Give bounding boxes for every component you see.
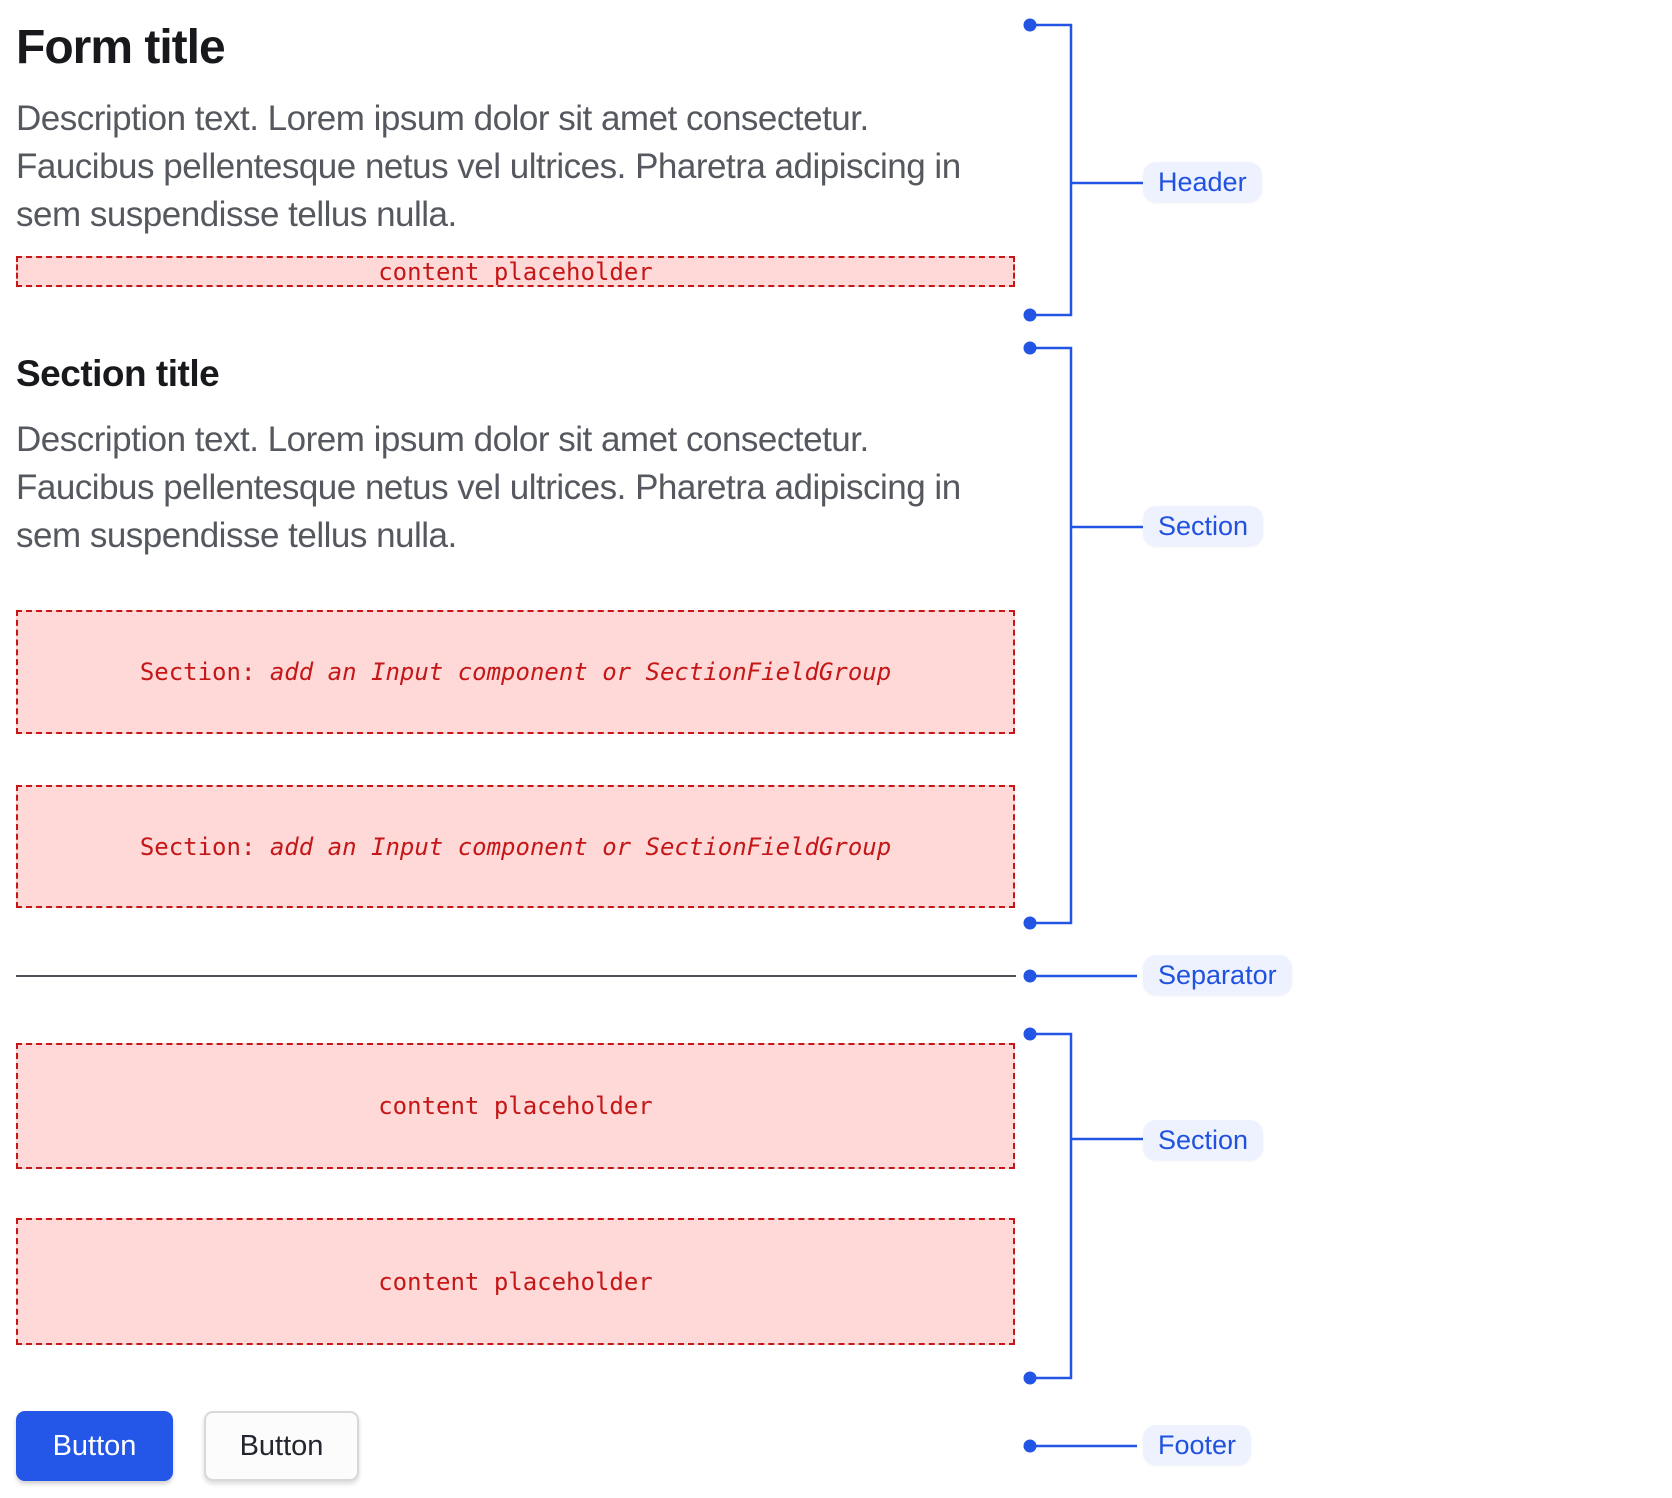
separator-annotation-label: Separator: [1143, 955, 1292, 995]
anchor-dot: [1023, 1439, 1037, 1453]
anchor-dot: [1023, 18, 1037, 32]
section-one-annotation-label: Section: [1143, 506, 1264, 546]
header-content-placeholder: content placeholder: [16, 256, 1015, 287]
content-placeholder: content placeholder: [16, 1218, 1015, 1345]
section-one-bracket: [1030, 346, 1073, 925]
description-line: sem suspendisse tellus nulla.: [16, 516, 457, 555]
description-line: sem suspendisse tellus nulla.: [16, 195, 457, 234]
placeholder-label: content placeholder: [378, 1267, 653, 1296]
anchor-dot: [1023, 341, 1037, 355]
description-line: Description text. Lorem ipsum dolor sit …: [16, 99, 869, 138]
placeholder-prefix: Section:: [139, 658, 256, 686]
description-line: Faucibus pellentesque netus vel ultrices…: [16, 468, 961, 507]
section-two-annotation-label: Section: [1143, 1120, 1264, 1160]
content-placeholder: content placeholder: [16, 1043, 1015, 1169]
anchor-dot: [1023, 916, 1037, 930]
placeholder-rest: add an Input component or SectionFieldGr…: [255, 658, 892, 686]
anchor-dot: [1023, 308, 1037, 322]
section-description: Description text. Lorem ipsum dolor sit …: [16, 416, 961, 560]
anchor-dot: [1023, 1027, 1037, 1041]
header-annotation-label: Header: [1143, 162, 1262, 202]
secondary-button[interactable]: Button: [204, 1411, 359, 1481]
anchor-dot: [1023, 1371, 1037, 1385]
footer-annotation-label: Footer: [1143, 1425, 1252, 1465]
description-line: Faucibus pellentesque netus vel ultrices…: [16, 147, 961, 186]
header-bracket: [1030, 23, 1073, 317]
primary-button[interactable]: Button: [16, 1411, 173, 1481]
form-description: Description text. Lorem ipsum dolor sit …: [16, 95, 961, 239]
placeholder-label: content placeholder: [378, 257, 653, 286]
placeholder-rest: add an Input component or SectionFieldGr…: [255, 832, 892, 861]
description-line: Description text. Lorem ipsum dolor sit …: [16, 420, 869, 459]
placeholder-prefix: Section:: [139, 832, 256, 861]
form-title: Form title: [16, 21, 226, 74]
placeholder-label: content placeholder: [378, 1092, 653, 1120]
section-title: Section title: [16, 353, 220, 394]
anchor-dot: [1023, 969, 1037, 983]
section-input-placeholder: Section: add an Input component or Secti…: [16, 785, 1015, 908]
section-two-bracket: [1030, 1032, 1073, 1380]
separator-line: [16, 975, 1016, 977]
section-input-placeholder: Section: add an Input component or Secti…: [16, 610, 1015, 734]
